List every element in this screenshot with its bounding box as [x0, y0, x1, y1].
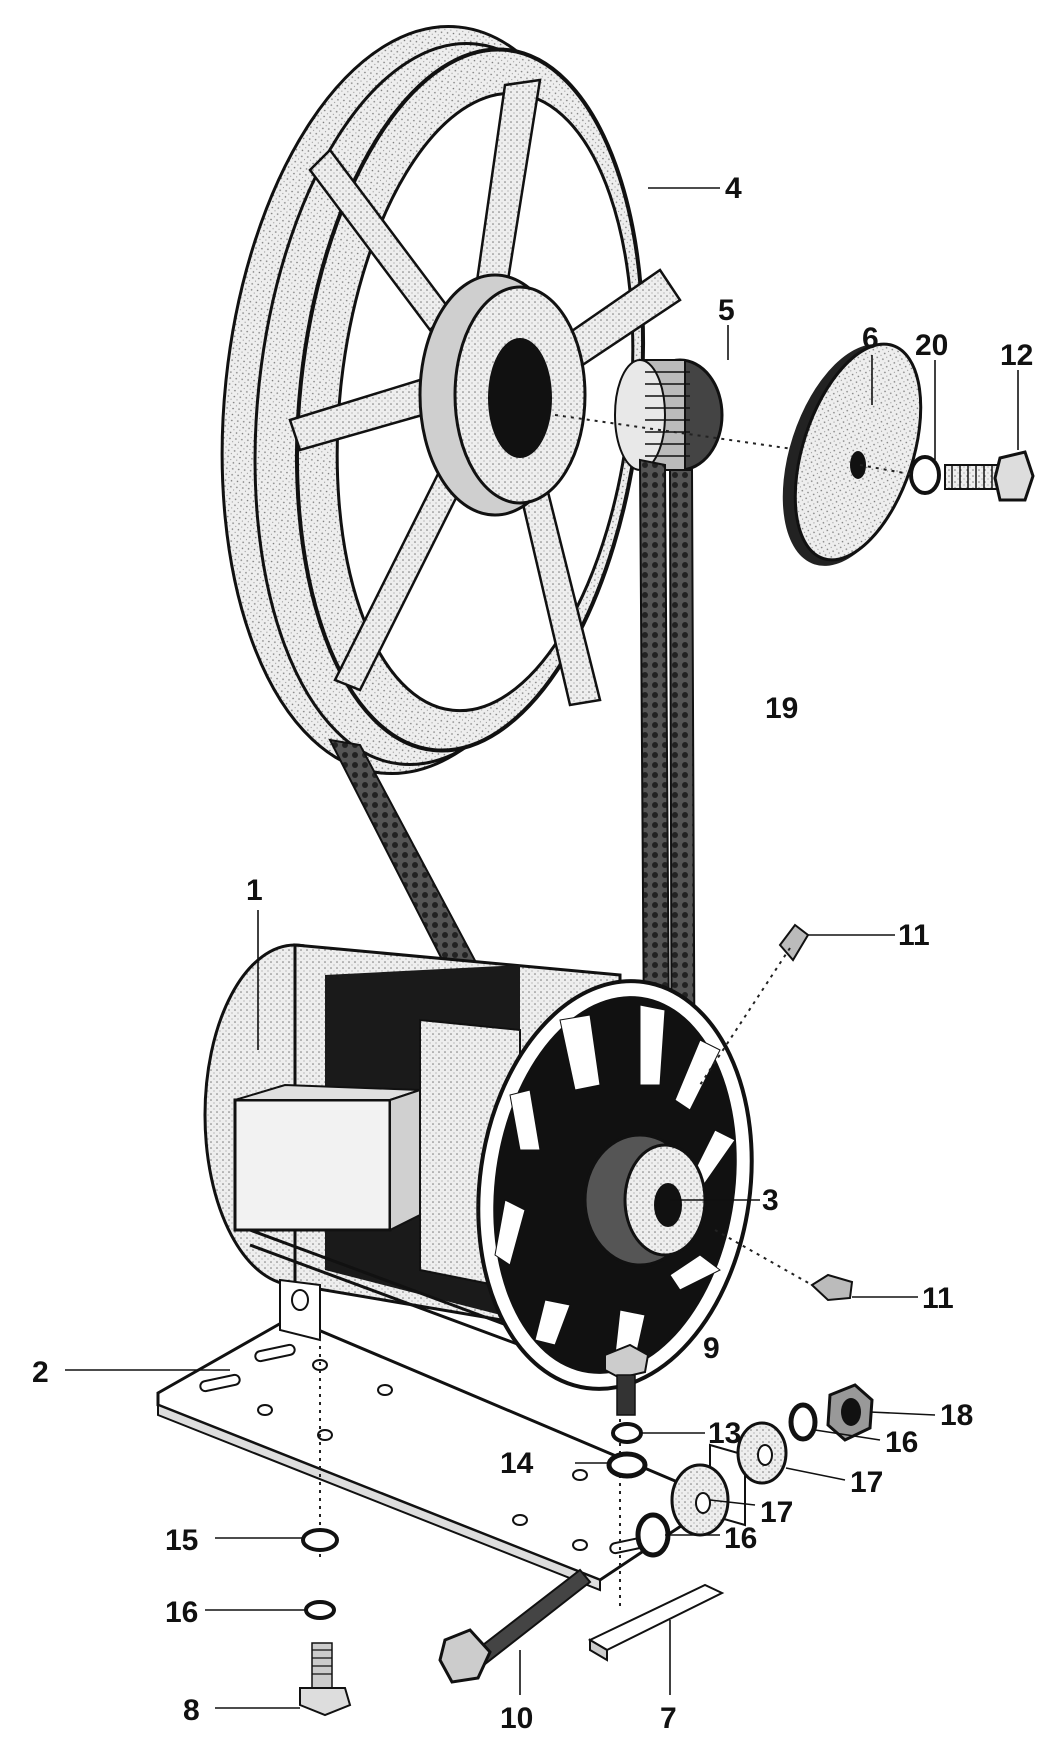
callout-13: 13 [708, 1417, 741, 1450]
washer-14 [606, 1451, 648, 1479]
callout-1: 1 [246, 874, 263, 907]
hex-bolt-8 [299, 1642, 352, 1717]
callout-9: 9 [703, 1332, 720, 1365]
large-pulley [220, 24, 682, 776]
callout-15: 15 [165, 1524, 198, 1557]
set-screw-lower [810, 1273, 854, 1302]
washer-17-outer [736, 1421, 788, 1485]
callout-2: 2 [32, 1356, 49, 1389]
washer-16-left [304, 1600, 336, 1620]
callout-20: 20 [915, 329, 948, 362]
callout-14: 14 [500, 1447, 534, 1480]
small-sprocket [614, 358, 724, 472]
washer-15 [301, 1528, 339, 1552]
hex-bolt-top [944, 450, 1035, 502]
cover-disc [782, 342, 923, 566]
washer-17-inner [670, 1463, 730, 1537]
callout-19: 19 [765, 692, 798, 725]
callout-17-inner: 17 [760, 1496, 793, 1529]
callout-4: 4 [725, 172, 742, 205]
callout-18: 18 [940, 1399, 973, 1432]
set-screw-upper [778, 923, 810, 962]
callout-16-left: 16 [165, 1596, 198, 1629]
callout-6: 6 [862, 322, 879, 355]
callout-10: 10 [500, 1702, 533, 1735]
callout-12: 12 [1000, 339, 1033, 372]
hex-nut-18 [826, 1383, 874, 1442]
washer-13 [611, 1422, 643, 1444]
washer-16-inner [635, 1512, 671, 1558]
clamp-bar [587, 1583, 725, 1662]
callout-7: 7 [660, 1702, 677, 1735]
callout-16-inner: 16 [724, 1522, 757, 1555]
callout-5: 5 [718, 294, 735, 327]
long-bolt-10 [438, 1568, 592, 1684]
lock-washer [909, 455, 941, 495]
callout-11-upper: 11 [898, 919, 930, 952]
washer-16-outer [788, 1402, 818, 1442]
hex-bolt-9 [604, 1343, 650, 1416]
callout-3: 3 [762, 1184, 779, 1217]
callout-16-outer: 16 [885, 1426, 918, 1459]
callout-11-lower: 11 [922, 1282, 954, 1315]
callout-labels: 1 2 3 4 5 6 20 12 19 11 11 9 13 14 18 16… [32, 172, 1033, 1735]
callout-8: 8 [183, 1694, 200, 1727]
leader-lines [65, 187, 1019, 1709]
callout-17-outer: 17 [850, 1466, 883, 1499]
motor-fan-end [476, 979, 754, 1391]
